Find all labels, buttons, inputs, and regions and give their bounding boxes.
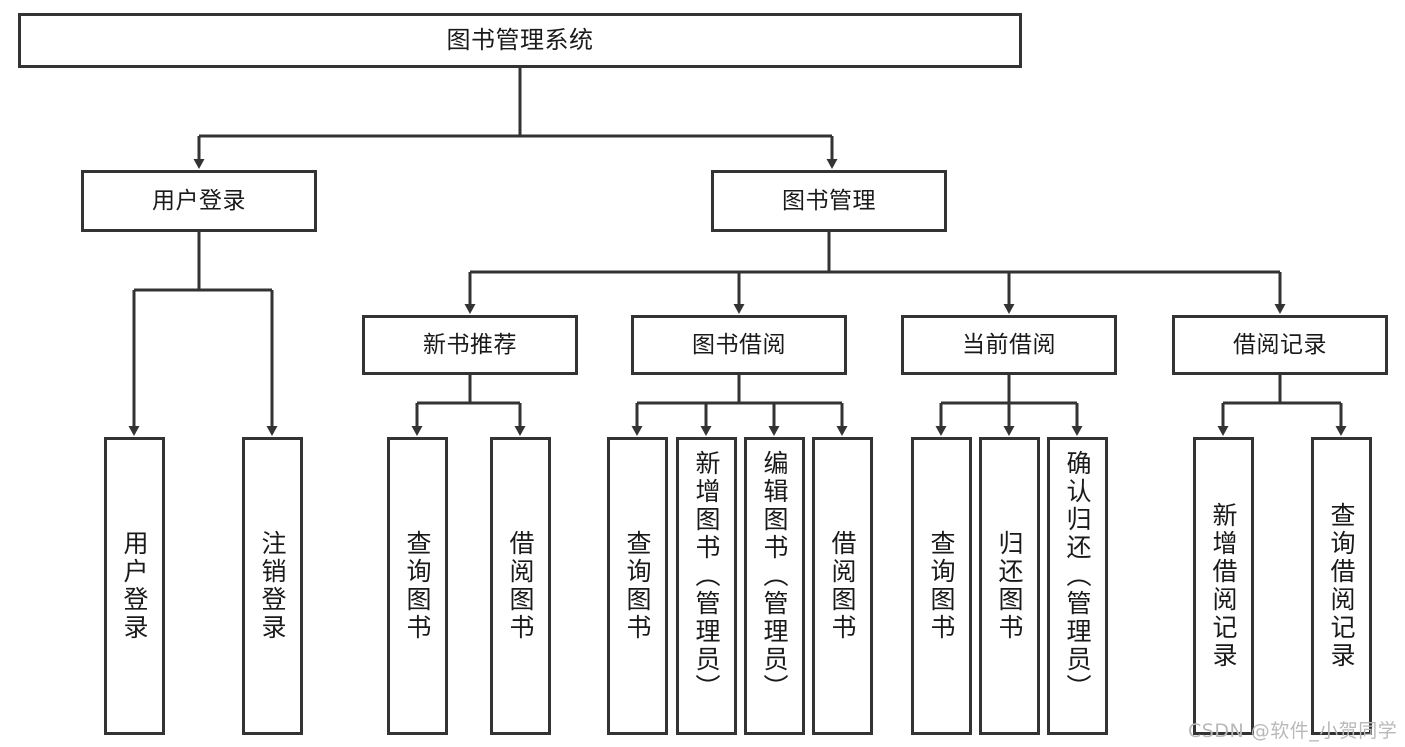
node-user-login-label: 用户登录 [152,187,246,214]
node-new-book-recommend[interactable]: 新书推荐 [362,315,578,375]
node-leaf-query-book-2-label: 查询图书 [623,530,652,642]
node-leaf-borrow-book-1[interactable]: 借阅图书 [490,437,551,735]
node-leaf-user-login-label: 用户登录 [120,530,149,642]
node-leaf-confirm-return[interactable]: 确认归还（管理员） [1047,437,1108,735]
node-leaf-add-book-label: 新增图书（管理员） [692,450,721,702]
node-leaf-edit-book-label: 编辑图书（管理员） [760,450,789,702]
node-leaf-add-record[interactable]: 新增借阅记录 [1193,437,1254,735]
node-current-borrow-label: 当前借阅 [962,331,1056,358]
node-book-borrow[interactable]: 图书借阅 [631,315,847,375]
node-leaf-query-record[interactable]: 查询借阅记录 [1311,437,1372,735]
node-leaf-return-book[interactable]: 归还图书 [979,437,1040,735]
node-leaf-query-record-label: 查询借阅记录 [1327,502,1356,670]
node-leaf-query-book-2[interactable]: 查询图书 [607,437,668,735]
csdn-watermark: CSDN @软件_小贺同学 [1188,720,1398,742]
node-leaf-user-login[interactable]: 用户登录 [104,437,165,735]
node-leaf-query-book-3-label: 查询图书 [927,530,956,642]
node-leaf-query-book-1-label: 查询图书 [403,530,432,642]
node-leaf-confirm-return-label: 确认归还（管理员） [1063,450,1092,702]
node-leaf-query-book-1[interactable]: 查询图书 [387,437,448,735]
node-leaf-borrow-book-1-label: 借阅图书 [506,530,535,642]
node-root[interactable]: 图书管理系统 [18,13,1022,68]
node-leaf-add-book[interactable]: 新增图书（管理员） [676,437,737,735]
node-leaf-logout-login-label: 注销登录 [258,530,287,642]
node-leaf-query-book-3[interactable]: 查询图书 [911,437,972,735]
node-root-label: 图书管理系统 [446,25,594,54]
node-book-management-label: 图书管理 [782,187,876,214]
node-book-borrow-label: 图书借阅 [692,331,786,358]
node-leaf-borrow-book-2[interactable]: 借阅图书 [812,437,873,735]
node-leaf-return-book-label: 归还图书 [995,530,1024,642]
node-borrow-record-label: 借阅记录 [1233,331,1327,358]
node-leaf-logout-login[interactable]: 注销登录 [242,437,303,735]
node-new-book-recommend-label: 新书推荐 [423,331,517,358]
node-book-management[interactable]: 图书管理 [711,170,947,232]
node-current-borrow[interactable]: 当前借阅 [901,315,1117,375]
node-leaf-borrow-book-2-label: 借阅图书 [828,530,857,642]
node-user-login[interactable]: 用户登录 [81,170,317,232]
node-leaf-add-record-label: 新增借阅记录 [1209,502,1238,670]
node-borrow-record[interactable]: 借阅记录 [1172,315,1388,375]
node-leaf-edit-book[interactable]: 编辑图书（管理员） [744,437,805,735]
